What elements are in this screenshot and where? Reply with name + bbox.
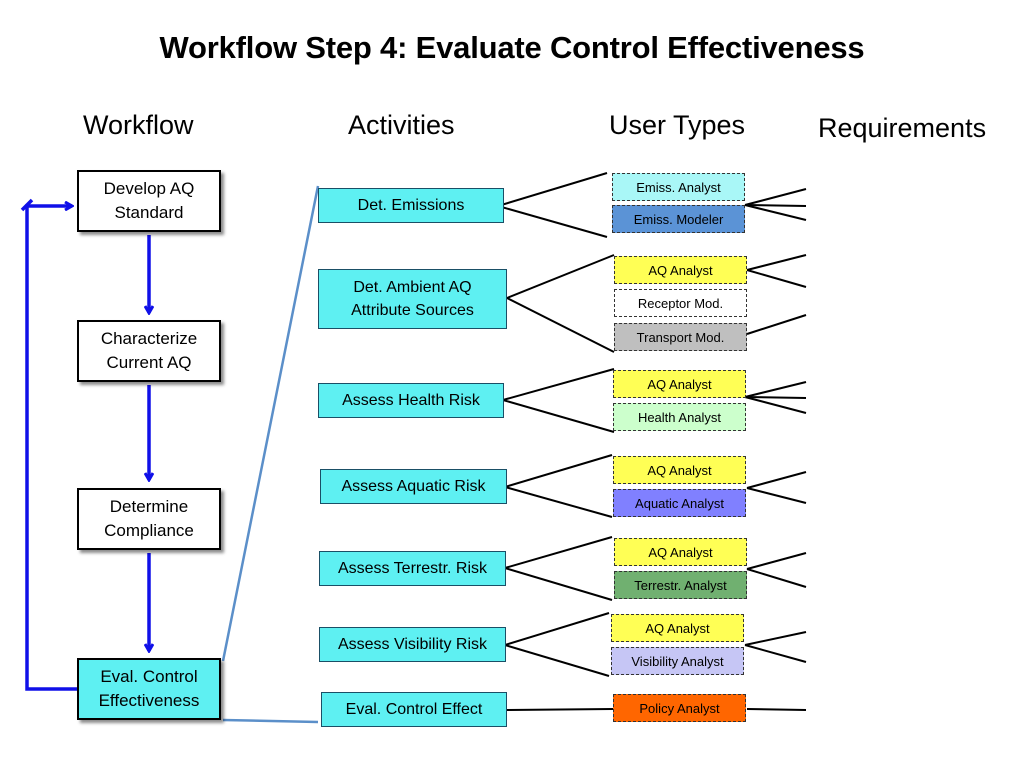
user-type-aq-analyst: AQ Analyst [611, 614, 744, 642]
user-type-aq-analyst: AQ Analyst [614, 256, 747, 284]
user-type-aq-analyst: AQ Analyst [613, 456, 746, 484]
activity-eval-control-effect: Eval. Control Effect [321, 692, 507, 727]
user-type-emiss-modeler: Emiss. Modeler [612, 205, 745, 233]
user-type-terrestr-analyst: Terrestr. Analyst [614, 571, 747, 599]
activity-assess-visibility-risk: Assess Visibility Risk [319, 627, 506, 662]
user-type-aquatic-analyst: Aquatic Analyst [613, 489, 746, 517]
user-type-transport-mod: Transport Mod. [614, 323, 747, 351]
user-type-policy-analyst: Policy Analyst [613, 694, 746, 722]
activity-assess-aquatic-risk: Assess Aquatic Risk [320, 469, 507, 504]
feedback-loop-arrow [25, 206, 78, 691]
user-types-column-header: User Types [609, 110, 746, 140]
user-type-receptor-mod: Receptor Mod. [614, 289, 747, 317]
workflow-arrows [20, 198, 149, 691]
activity-det-emissions: Det. Emissions [318, 188, 504, 223]
user-type-emiss-analyst: Emiss. Analyst [612, 173, 745, 201]
user-type-health-analyst: Health Analyst [613, 403, 746, 431]
feedback-arrow-stub [20, 198, 34, 212]
activity-det-ambient-aq: Det. Ambient AQ Attribute Sources [318, 269, 507, 329]
activity-assess-terrestr-risk: Assess Terrestr. Risk [319, 551, 506, 586]
workflow-column-header: Workflow [83, 110, 194, 140]
workflow-step-determine-compliance: Determine Compliance [77, 488, 221, 550]
workflow-step-characterize-current-aq: Characterize Current AQ [77, 320, 221, 382]
user-requirement-lines [744, 188, 807, 711]
user-type-aq-analyst: AQ Analyst [614, 538, 747, 566]
requirements-column-header: Requirements [818, 113, 987, 143]
activity-assess-health-risk: Assess Health Risk [318, 383, 504, 418]
user-type-visibility-analyst: Visibility Analyst [611, 647, 744, 675]
activity-user-lines [497, 172, 615, 711]
page-title: Workflow Step 4: Evaluate Control Effect… [159, 30, 865, 65]
activities-column-header: Activities [348, 110, 455, 140]
expansion-lines [221, 185, 320, 724]
workflow-step-develop-aq-standard: Develop AQ Standard [77, 170, 221, 232]
user-type-aq-analyst: AQ Analyst [613, 370, 746, 398]
workflow-step-eval-control-effectiveness: Eval. Control Effectiveness [77, 658, 221, 720]
